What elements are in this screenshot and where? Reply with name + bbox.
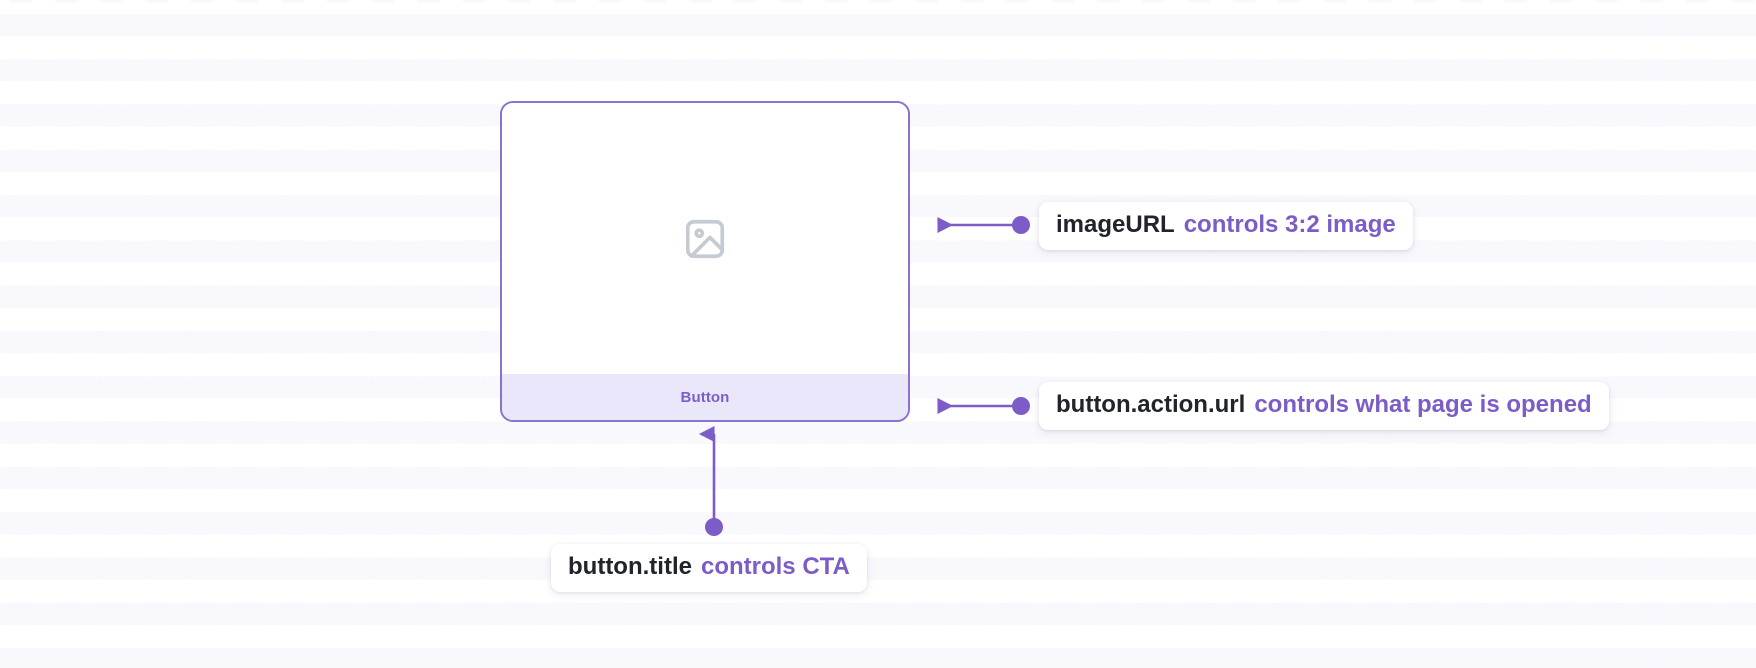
annotation-token: button.title: [568, 553, 692, 580]
card-button-label: Button: [680, 388, 730, 406]
annotation-token: imageURL: [1056, 211, 1175, 238]
annotation-token: button.action.url: [1056, 391, 1246, 418]
preview-card[interactable]: Button: [500, 101, 910, 422]
annotation-description: controls what page is opened: [1254, 391, 1592, 418]
annotation-label-button-title: button.title controls CTA: [551, 544, 867, 593]
annotation-description: controls CTA: [700, 553, 850, 580]
annotation-label-button-action-url: button.action.url controls what page is …: [1039, 382, 1609, 431]
annotation-label-imageurl: imageURL controls 3:2 image: [1039, 202, 1413, 251]
card-button-band[interactable]: Button: [502, 374, 908, 420]
image-placeholder-icon: [685, 219, 725, 258]
annotation-description: controls 3:2 image: [1183, 211, 1396, 238]
card-image-area[interactable]: [502, 103, 908, 374]
